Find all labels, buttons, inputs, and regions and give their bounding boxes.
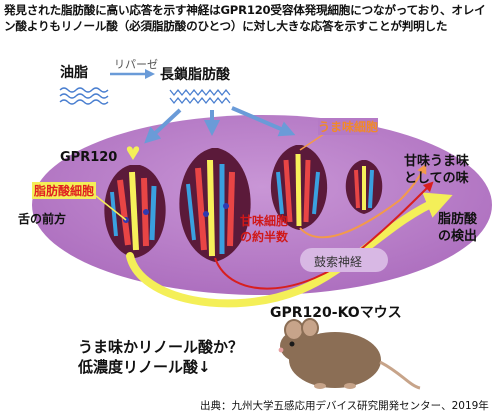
fat-detect-label-2: の検出 bbox=[438, 229, 478, 244]
question-label: うま味かリノール酸か？ bbox=[78, 338, 244, 356]
taste-bud-3 bbox=[270, 145, 328, 230]
oil-icon bbox=[59, 87, 109, 105]
fat-detect-label-1: 脂肪酸 bbox=[438, 212, 478, 227]
sweet-umami-label-1: 甘味うま味 bbox=[404, 154, 470, 169]
caption: 発見された脂肪酸に高い応答を示す神経はGPR120受容体発現細胞につながっており… bbox=[4, 3, 486, 33]
gpr120-label: GPR120 bbox=[60, 150, 118, 165]
taste-bud-2 bbox=[179, 148, 251, 262]
chorda-tympani-label: 鼓索神経 bbox=[314, 255, 363, 269]
fat-cells-label: 脂肪酸細胞 bbox=[32, 182, 97, 199]
sweet-cells-label-1: 甘味細胞 bbox=[240, 214, 289, 228]
chorda-tympani-nerve bbox=[126, 192, 453, 308]
source-credit: 出典：九州大学五感応用デバイス研究開発センター、2019年 bbox=[200, 400, 489, 412]
sweet-umami-label-2: としての味 bbox=[404, 171, 469, 186]
nerve-label-bubble bbox=[300, 248, 388, 272]
long-chain-fa-label: 長鎖脂肪酸 bbox=[160, 67, 230, 83]
lipase-label: リパーゼ bbox=[114, 58, 158, 71]
fatty-acid-delivery-arrows bbox=[144, 106, 296, 144]
oil-label: 油脂 bbox=[60, 65, 88, 81]
low-concentration-label: 低濃度リノール酸↓ bbox=[78, 358, 211, 376]
fat-cell-pointer bbox=[95, 195, 127, 221]
mouse-icon bbox=[278, 318, 421, 390]
gpr120-receptor-icon bbox=[126, 146, 140, 160]
taste-bud-1 bbox=[104, 165, 166, 258]
umami-cells-label: うま味細胞 bbox=[318, 118, 379, 135]
sweet-cells-label-2: の約半数 bbox=[240, 230, 289, 244]
front-tongue-label: 舌の前方 bbox=[18, 212, 67, 226]
fatty-acid-icon bbox=[169, 88, 231, 105]
ko-mouse-label: GPR120-KOマウス bbox=[270, 305, 402, 321]
taste-bud-4 bbox=[345, 160, 383, 214]
umami-nerve-arrow bbox=[299, 163, 427, 239]
